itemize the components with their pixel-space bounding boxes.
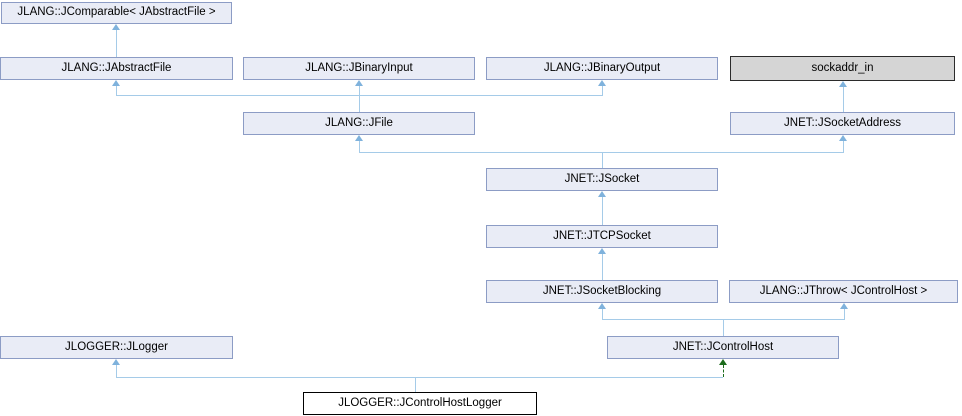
edge-segment	[359, 141, 360, 152]
class-node-jlang-jabstractfile[interactable]: JLANG::JAbstractFile	[0, 57, 233, 80]
edge-segment	[359, 152, 844, 153]
edge-segment	[415, 377, 416, 392]
arrowhead-up-icon	[355, 80, 363, 86]
arrowhead-up-icon	[112, 359, 120, 365]
arrowhead-up-icon	[598, 248, 606, 254]
arrowhead-up-icon	[598, 303, 606, 309]
arrowhead-up-icon	[598, 80, 606, 86]
class-node-jlang-jbinaryinput[interactable]: JLANG::JBinaryInput	[243, 57, 475, 80]
edge-segment-protected	[723, 365, 725, 377]
class-node-jnet-jsocket[interactable]: JNET::JSocket	[486, 168, 718, 191]
class-node-jnet-jsocketaddress[interactable]: JNET::JSocketAddress	[730, 112, 955, 135]
class-node-jlogger-jlogger[interactable]: JLOGGER::JLogger	[0, 336, 233, 359]
edge-segment	[116, 377, 723, 378]
edge-segment	[359, 86, 360, 112]
struct-node-sockaddr-in: sockaddr_in	[730, 56, 955, 81]
class-node-jlogger-jcontrolhostlogger-current: JLOGGER::JControlHostLogger	[303, 392, 537, 415]
arrowhead-up-protected-icon	[719, 359, 727, 365]
edge-segment	[602, 309, 603, 319]
edge-segment	[602, 86, 603, 95]
edge-segment	[602, 197, 603, 225]
edge-segment	[602, 152, 603, 168]
arrowhead-up-icon	[598, 191, 606, 197]
arrowhead-up-icon	[112, 80, 120, 86]
arrowhead-up-icon	[355, 135, 363, 141]
class-node-jlang-jfile[interactable]: JLANG::JFile	[243, 112, 475, 135]
arrowhead-up-icon	[112, 24, 120, 30]
edge-segment	[843, 87, 844, 112]
class-node-jnet-jcontrolhost[interactable]: JNET::JControlHost	[607, 336, 839, 359]
edge-segment	[116, 30, 117, 57]
class-node-jlang-jthrow[interactable]: JLANG::JThrow< JControlHost >	[729, 280, 958, 303]
edge-segment	[116, 86, 117, 95]
edge-segment	[723, 319, 724, 336]
class-node-jnet-jtcpsocket[interactable]: JNET::JTCPSocket	[486, 225, 718, 248]
class-node-jlang-jbinaryoutput[interactable]: JLANG::JBinaryOutput	[486, 57, 718, 80]
edge-segment	[844, 309, 845, 319]
edge-segment	[116, 95, 603, 96]
arrowhead-up-icon	[839, 81, 847, 87]
edge-segment	[602, 254, 603, 280]
arrowhead-up-icon	[840, 303, 848, 309]
class-node-jnet-jsocketblocking[interactable]: JNET::JSocketBlocking	[486, 280, 718, 303]
edge-segment	[843, 141, 844, 152]
edge-segment	[116, 365, 117, 377]
arrowhead-up-icon	[839, 135, 847, 141]
class-node-jlang-jcomparable[interactable]: JLANG::JComparable< JAbstractFile >	[1, 2, 232, 24]
